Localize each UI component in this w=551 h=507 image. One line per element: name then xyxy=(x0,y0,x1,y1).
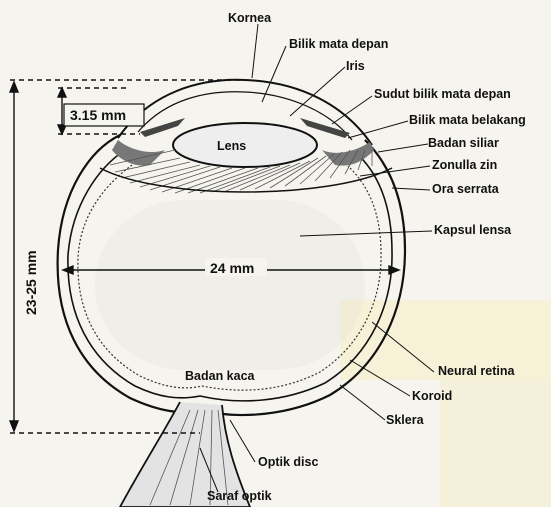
label-badan-siliar: Badan siliar xyxy=(428,136,499,150)
label-koroid: Koroid xyxy=(412,389,452,403)
label-sudut-bilik-mata-depan: Sudut bilik mata depan xyxy=(374,87,511,101)
vitreous-body xyxy=(95,200,365,370)
label-lens: Lens xyxy=(217,139,246,153)
ciliary-body-right xyxy=(322,142,374,166)
label-sklera: Sklera xyxy=(386,413,425,427)
label-badan-kaca: Badan kaca xyxy=(185,369,256,383)
label-neural-retina: Neural retina xyxy=(438,364,515,378)
label-ora-serrata: Ora serrata xyxy=(432,182,500,196)
ciliary-body-left xyxy=(112,140,165,166)
dimension-width: 24 mm xyxy=(210,260,254,276)
label-iris: Iris xyxy=(346,59,365,73)
label-kapsul-lensa: Kapsul lensa xyxy=(434,223,512,237)
label-kornea: Kornea xyxy=(228,11,272,25)
label-zonulla-zin: Zonulla zin xyxy=(432,158,497,172)
dimension-depth: 3.15 mm xyxy=(70,107,126,123)
dimension-height: 23-25 mm xyxy=(23,250,39,315)
ciliary-band xyxy=(100,168,392,192)
label-bilik-mata-depan: Bilik mata depan xyxy=(289,37,388,51)
label-bilik-mata-belakang: Bilik mata belakang xyxy=(409,113,526,127)
iris-left xyxy=(140,118,185,137)
label-optik-disc: Optik disc xyxy=(258,455,318,469)
label-saraf-optik: Saraf optik xyxy=(207,489,272,503)
